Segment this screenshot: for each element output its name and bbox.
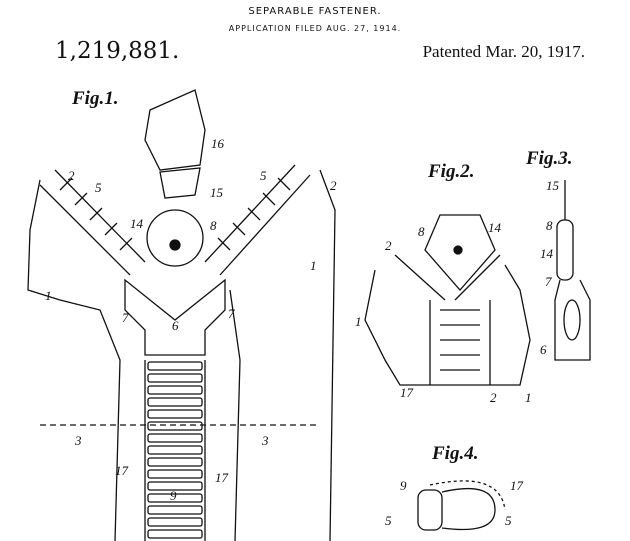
fig3-cord [556,219,574,281]
reference-numeral: 17 [215,470,229,485]
figure-3: Fig.3. 15 8 14 7 6 [525,148,591,361]
reference-numeral: 1 [355,314,362,329]
chain-tooth [147,529,203,539]
reference-numeral: 3 [261,433,269,448]
fig2-pivot [453,245,463,255]
fig2-label: Fig.2. [427,161,474,182]
fig2-chain-edges [394,254,501,385]
reference-numeral: 5 [385,513,392,528]
fig3-slider-opening [563,299,581,341]
fig4-tooth [417,489,443,531]
reference-numeral: 5 [95,180,102,195]
chain-tooth [147,361,203,371]
figure-4: Fig.4. 9 17 5 5 [385,443,524,531]
cord-wrap [159,167,201,199]
patented-date: Patented Mar. 20, 1917. [422,42,585,61]
chain-tooth [147,433,203,443]
reference-numeral: 14 [488,220,502,235]
reference-numeral: 14 [130,216,144,231]
chain-tooth [147,445,203,455]
patent-number: 1,219,881. [55,38,180,64]
chain-tooth [147,481,203,491]
reference-numeral: 7 [228,306,235,321]
right-tape-edge [319,169,336,541]
reference-numeral: 17 [115,463,129,478]
figure-2: Fig.2. 8 14 2 1 17 2 1 [355,161,532,405]
fig1-label: Fig.1. [71,88,118,109]
fig4-tooth-jaw [441,488,496,531]
reference-numeral: 2 [68,168,75,183]
fig3-label: Fig.3. [525,148,572,169]
chain-tooth [147,397,203,407]
reference-numeral: 9 [400,478,407,493]
fig4-hidden-outline [429,480,506,511]
chain-tooth [147,457,203,467]
fig2-slider [424,214,496,291]
reference-numeral: 1 [525,390,532,405]
chain-tooth [147,373,203,383]
reference-numeral: 1 [310,258,317,273]
reference-numeral: 1 [45,288,52,303]
chain-tooth [147,517,203,527]
reference-numeral: 14 [540,246,554,261]
reference-numeral: 8 [418,224,425,239]
reference-numeral: 17 [510,478,524,493]
pull-tab [144,89,206,171]
reference-numeral: 5 [505,513,512,528]
reference-numeral: 2 [385,238,392,253]
chain-tooth [147,505,203,515]
reference-numeral: 7 [122,310,129,325]
figure-1: Fig.1. 16 15 14 8 5 [27,88,337,541]
reference-numeral: 17 [400,385,414,400]
chain-tooth [147,421,203,431]
reference-numeral: 2 [330,178,337,193]
reference-numeral: 5 [260,168,267,183]
right-tape [229,289,241,541]
chain-tooth [147,469,203,479]
slider-pivot [169,239,181,251]
reference-numeral: 9 [170,488,177,503]
reference-numeral: 16 [211,136,225,151]
left-teeth [39,169,146,276]
slider-body [124,278,226,356]
left-tape [27,179,121,541]
fig2-teeth [440,309,480,371]
chain-tooth [147,493,203,503]
reference-numeral: 7 [545,274,552,289]
reference-numeral: 6 [172,318,179,333]
chain-tooth [147,385,203,395]
chain-tooth [147,409,203,419]
fig2-tape [364,264,531,386]
reference-numeral: 8 [546,218,553,233]
reference-numeral: 3 [74,433,82,448]
reference-numeral: 15 [210,185,224,200]
patent-title: SEPARABLE FASTENER. [248,6,382,17]
reference-numeral: 8 [210,218,217,233]
reference-numeral: 15 [546,178,560,193]
right-teeth [204,164,311,276]
slider-ring [146,209,204,267]
application-filed-date: APPLICATION FILED AUG. 27, 1914. [228,24,402,33]
interlocked-teeth-chain [144,360,206,541]
fig3-slider [554,279,591,361]
fig4-label: Fig.4. [431,443,478,464]
reference-numeral: 6 [540,342,547,357]
reference-numeral: 2 [490,390,497,405]
